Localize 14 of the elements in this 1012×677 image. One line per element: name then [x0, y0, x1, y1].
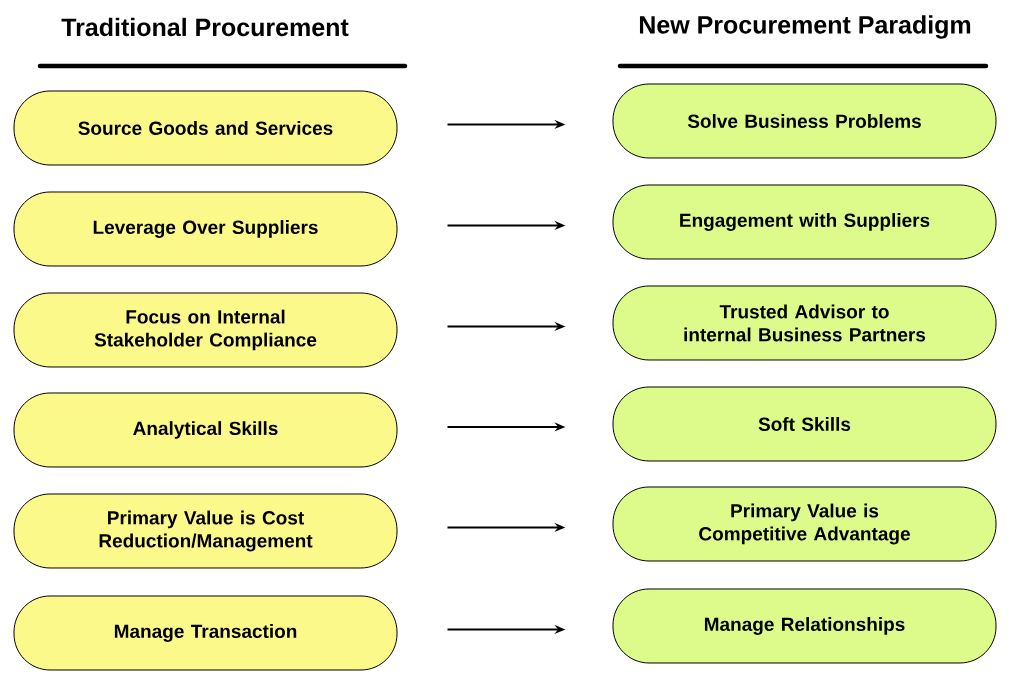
rounded-box: Solve Business Problems — [612, 83, 997, 159]
rounded-box: Primary Value is Competitive Advantage — [612, 486, 997, 562]
rounded-box: Soft Skills — [612, 386, 997, 462]
rounded-box: Primary Value is Cost Reduction/Management — [13, 493, 398, 569]
rounded-box: Focus on Internal Stakeholder Compliance — [13, 292, 398, 368]
column-heading: Traditional Procurement — [61, 17, 349, 37]
rounded-box: Engagement with Suppliers — [612, 184, 997, 260]
rounded-box: Trusted Advisor to internal Business Partners — [612, 285, 997, 361]
column-heading: New Procurement Paradigm — [639, 15, 971, 39]
rounded-box: Source Goods and Services — [13, 90, 398, 166]
rounded-box: Manage Relationships — [612, 588, 997, 664]
rounded-box: Analytical Skills — [13, 392, 398, 468]
rounded-box: Manage Transaction — [13, 595, 398, 671]
rounded-box: Leverage Over Suppliers — [13, 191, 398, 267]
